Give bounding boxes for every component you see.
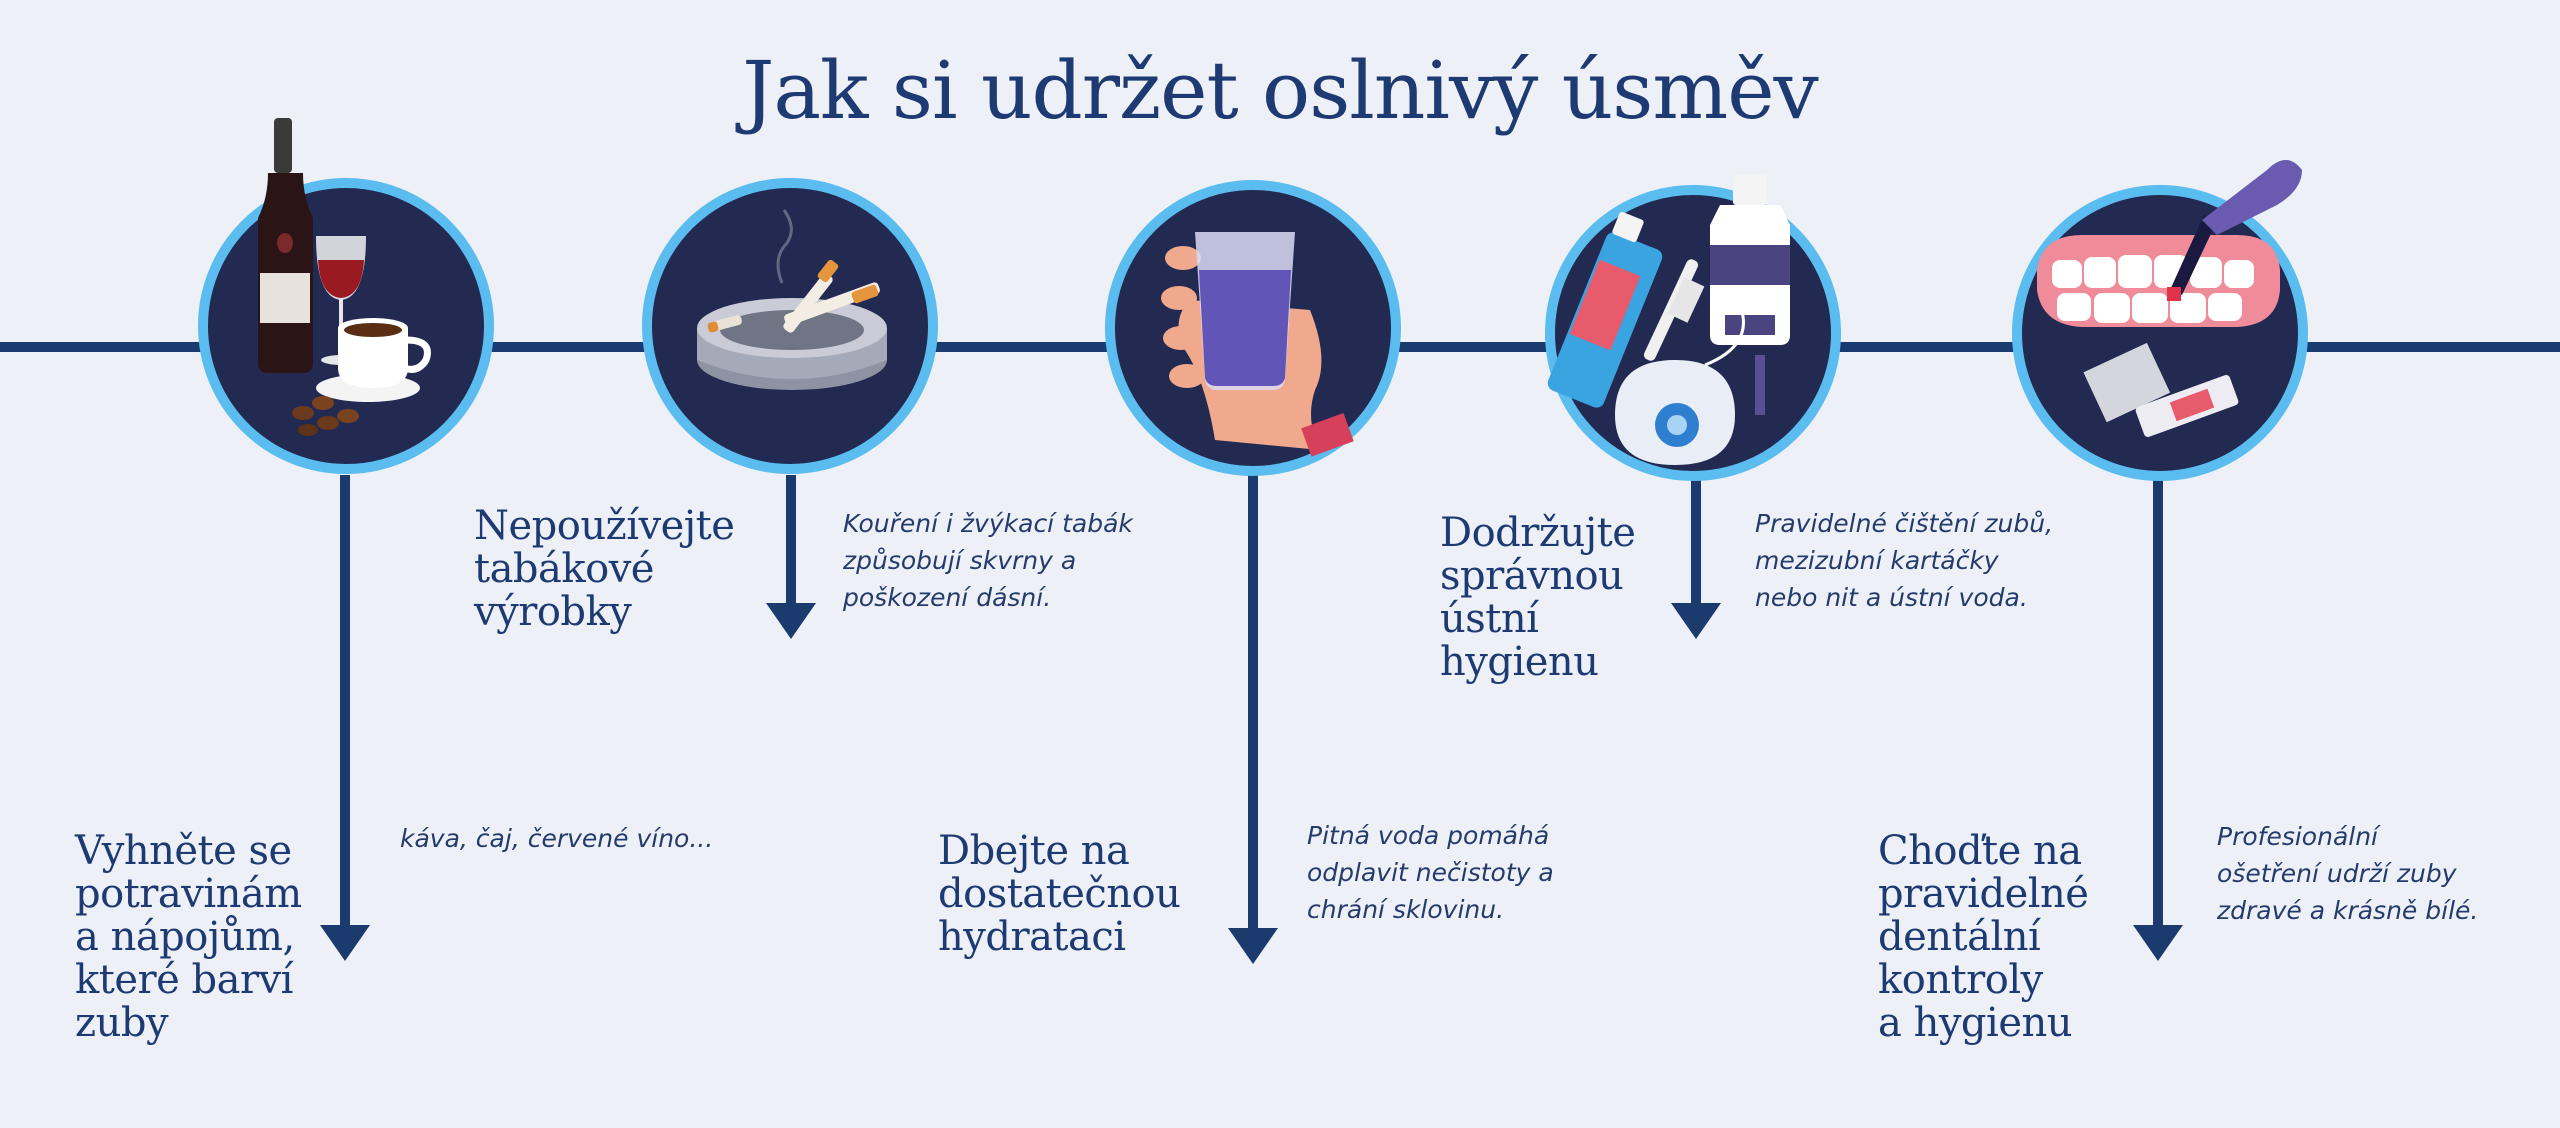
dental-hygiene-products-icon: [1547, 175, 1790, 465]
step-5-circle: [2012, 160, 2308, 481]
step-3-heading: Dbejte na dostatečnou hydrataci: [938, 828, 1181, 960]
page-title: Jak si udržet oslnivý úsměv: [742, 44, 1819, 137]
step-3-description: Pitná voda pomáhá odplavit nečistoty a c…: [1307, 821, 1554, 924]
step-5-arrowhead: [2133, 925, 2183, 961]
step-4-heading: Dodržujte správnou ústní hygienu: [1440, 510, 1636, 685]
water-glass-icon: [1161, 232, 1354, 457]
step-5-arrow-stem: [2153, 475, 2163, 940]
step-3-arrow-stem: [1248, 475, 1258, 940]
step-5-description: Profesionální ošetření udrží zuby zdravé…: [2217, 822, 2479, 925]
step-4-circle: [1545, 175, 1841, 481]
step-1-arrow-stem: [340, 475, 350, 940]
dental-checkup-icon: [2037, 160, 2302, 438]
step-1-description: káva, čaj, červené víno...: [400, 824, 714, 853]
step-1-circle: [198, 118, 494, 474]
ashtray-cigarette-icon: [697, 209, 887, 390]
step-1-arrowhead: [320, 925, 370, 961]
step-3-arrowhead: [1228, 928, 1278, 964]
step-1-heading: Vyhněte se potravinám a nápojům, které b…: [75, 828, 302, 1046]
step-4-arrowhead: [1671, 603, 1721, 639]
step-4-description: Pravidelné čištění zubů, mezizubní kartá…: [1755, 509, 2054, 612]
step-3-circle: [1105, 180, 1401, 476]
step-2-circle: [642, 178, 938, 474]
step-4-arrow-stem: [1691, 475, 1701, 615]
step-2-arrowhead: [766, 603, 816, 639]
step-2-description: Kouření i žvýkací tabák způsobují skvrny…: [843, 509, 1133, 612]
step-2-arrow-stem: [786, 475, 796, 615]
wine-coffee-icon: [258, 118, 431, 436]
step-5-heading: Choďte na pravidelné dentální kontroly a…: [1878, 828, 2089, 1046]
step-2-heading: Nepoužívejte tabákové výrobky: [474, 503, 735, 635]
